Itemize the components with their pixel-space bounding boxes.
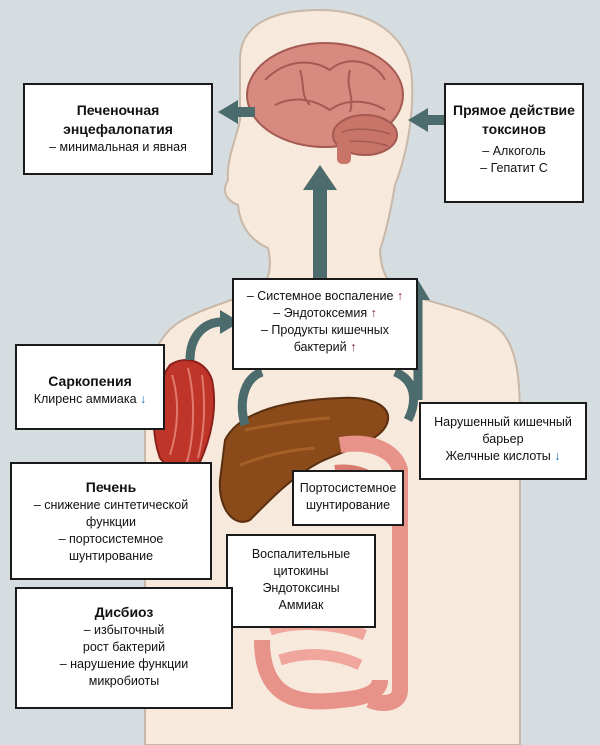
- dysbiosis-line-2: рост бактерий: [82, 639, 166, 654]
- liver-line-1: – снижение синтетической: [33, 497, 189, 512]
- barrier-box: Нарушенный кишечный барьер Желчные кисло…: [419, 402, 587, 480]
- encephalopathy-line-1: – минимальная и явная: [49, 139, 187, 154]
- up-arrow-icon: ↑: [396, 289, 404, 303]
- encephalopathy-box: Печеночная энцефалопатия – минимальная и…: [23, 83, 213, 175]
- sarcopenia-line-1-text: Клиренс аммиака: [33, 391, 137, 406]
- dysbiosis-line-3: – нарушение функции: [59, 656, 189, 671]
- systemic-line-2-text: – Эндотоксемия: [273, 305, 368, 320]
- shunt-line-2: шунтирование: [305, 497, 391, 512]
- liver-title: Печень: [85, 479, 137, 495]
- down-arrow-icon: ↓: [140, 391, 147, 406]
- cytokines-line-3: Эндотоксины: [262, 580, 340, 595]
- up-arrow-icon: ↑: [370, 305, 377, 320]
- cytokines-box: Воспалительные цитокины Эндотоксины Амми…: [226, 534, 376, 628]
- barrier-line-1: Нарушенный кишечный: [434, 415, 572, 429]
- systemic-box: – Системное воспаление ↑ – Эндотоксемия …: [232, 278, 418, 370]
- liver-line-2: функции: [86, 514, 136, 529]
- brain-icon: [246, 42, 404, 164]
- cytokines-line-1: Воспалительные: [251, 547, 351, 561]
- systemic-line-4: бактерий ↑: [234, 339, 416, 356]
- dysbiosis-box: Дисбиоз – избыточный рост бактерий – нар…: [15, 587, 233, 709]
- systemic-line-3: – Продукты кишечных: [260, 322, 390, 337]
- liver-box: Печень – снижение синтетической функции …: [10, 462, 212, 580]
- liver-line-4: шунтирование: [68, 548, 154, 563]
- toxins-title-2: токсинов: [481, 120, 547, 137]
- sarcopenia-title: Саркопения: [48, 373, 132, 389]
- toxins-title-1: Прямое действие: [453, 102, 575, 118]
- liver-icon: [218, 396, 390, 523]
- systemic-line-4-text: бактерий: [293, 339, 347, 354]
- sarcopenia-line-1: Клиренс аммиака ↓: [17, 391, 163, 408]
- encephalopathy-title-1: Печеночная: [76, 102, 160, 118]
- barrier-line-2: барьер: [482, 431, 524, 446]
- systemic-line-1: – Системное воспаление ↑: [234, 288, 416, 305]
- systemic-line-1-text: – Системное воспаление: [246, 289, 394, 303]
- shunt-line-1: Портосистемное: [299, 481, 397, 495]
- cytokines-line-4: Аммиак: [278, 597, 324, 612]
- cytokines-line-2: цитокины: [273, 563, 329, 578]
- liver-line-3: – портосистемное: [58, 531, 164, 546]
- dysbiosis-title: Дисбиоз: [94, 604, 154, 620]
- up-arrow-icon: ↑: [350, 339, 357, 354]
- systemic-line-2: – Эндотоксемия ↑: [234, 305, 416, 322]
- toxins-line-1: – Алкоголь: [482, 143, 546, 158]
- sarcopenia-box: Саркопения Клиренс аммиака ↓: [15, 344, 165, 430]
- toxins-box: Прямое действие токсинов – Алкоголь – Ге…: [444, 83, 584, 203]
- toxins-line-2: – Гепатит С: [480, 160, 548, 175]
- barrier-line-3: Желчные кислоты ↓: [421, 448, 585, 465]
- dysbiosis-line-4: микробиоты: [88, 673, 160, 688]
- barrier-line-3-text: Желчные кислоты: [445, 448, 551, 463]
- down-arrow-icon: ↓: [554, 448, 561, 463]
- dysbiosis-line-1: – избыточный: [83, 622, 165, 637]
- encephalopathy-title-2: энцефалопатия: [63, 120, 173, 137]
- shunt-box: Портосистемное шунтирование: [292, 470, 404, 526]
